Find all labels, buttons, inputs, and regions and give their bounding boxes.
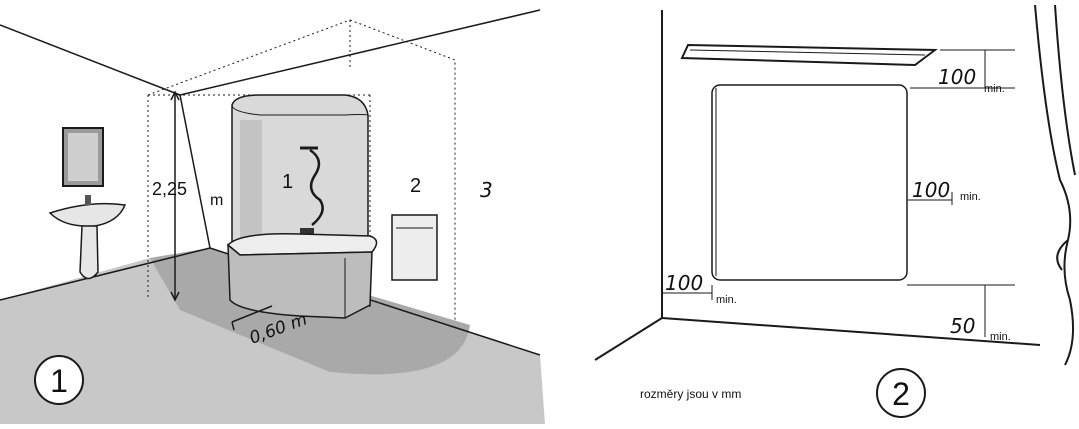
panel-1-number: 1 [50, 363, 68, 399]
left-clearance-value: 100 [665, 271, 703, 295]
panel-1-badge: 1 [34, 355, 84, 405]
ceiling-line-right [179, 9, 541, 96]
heater-clearance-panel: 100 min. 100 min. 100 min. 50 min. rozmě… [594, 4, 1076, 418]
height-unit: m [210, 192, 223, 209]
panel-2-number: 2 [892, 376, 910, 412]
shower-enclosure [231, 94, 369, 251]
curtain [1034, 4, 1076, 366]
top-clearance-value: 100 [938, 65, 976, 89]
zone-1-label: 1 [282, 171, 293, 193]
bathroom-zones-panel: 2,25 m 1 2 3 0,60 m 1 [0, 9, 545, 424]
heater-panel [711, 84, 908, 281]
floor-clearance-value: 50 [950, 314, 975, 338]
units-note: rozměry jsou v mm [640, 387, 741, 401]
width-dimension-line [231, 305, 273, 323]
clearance-lines [662, 49, 1015, 337]
zone-2-label: 2 [410, 175, 421, 197]
side-clearance-value: 100 [912, 178, 950, 202]
floor-edge [661, 317, 1041, 346]
left-clearance-unit: min. [716, 294, 737, 306]
height-value: 2,25 [152, 179, 187, 199]
bathtub [226, 232, 378, 319]
ceiling-line-left [0, 24, 181, 96]
wall-heater-zone-3 [391, 214, 438, 281]
floor-edge-left [594, 317, 663, 361]
floor-clearance-unit: min. [990, 331, 1011, 343]
wash-basin [48, 195, 127, 280]
side-clearance-unit: min. [960, 191, 981, 203]
panel-2-badge: 2 [876, 368, 926, 418]
wall-corner [179, 94, 211, 249]
top-clearance-unit: min. [984, 83, 1005, 95]
zone-3-label: 3 [480, 178, 493, 202]
wall-shelf [680, 43, 938, 67]
